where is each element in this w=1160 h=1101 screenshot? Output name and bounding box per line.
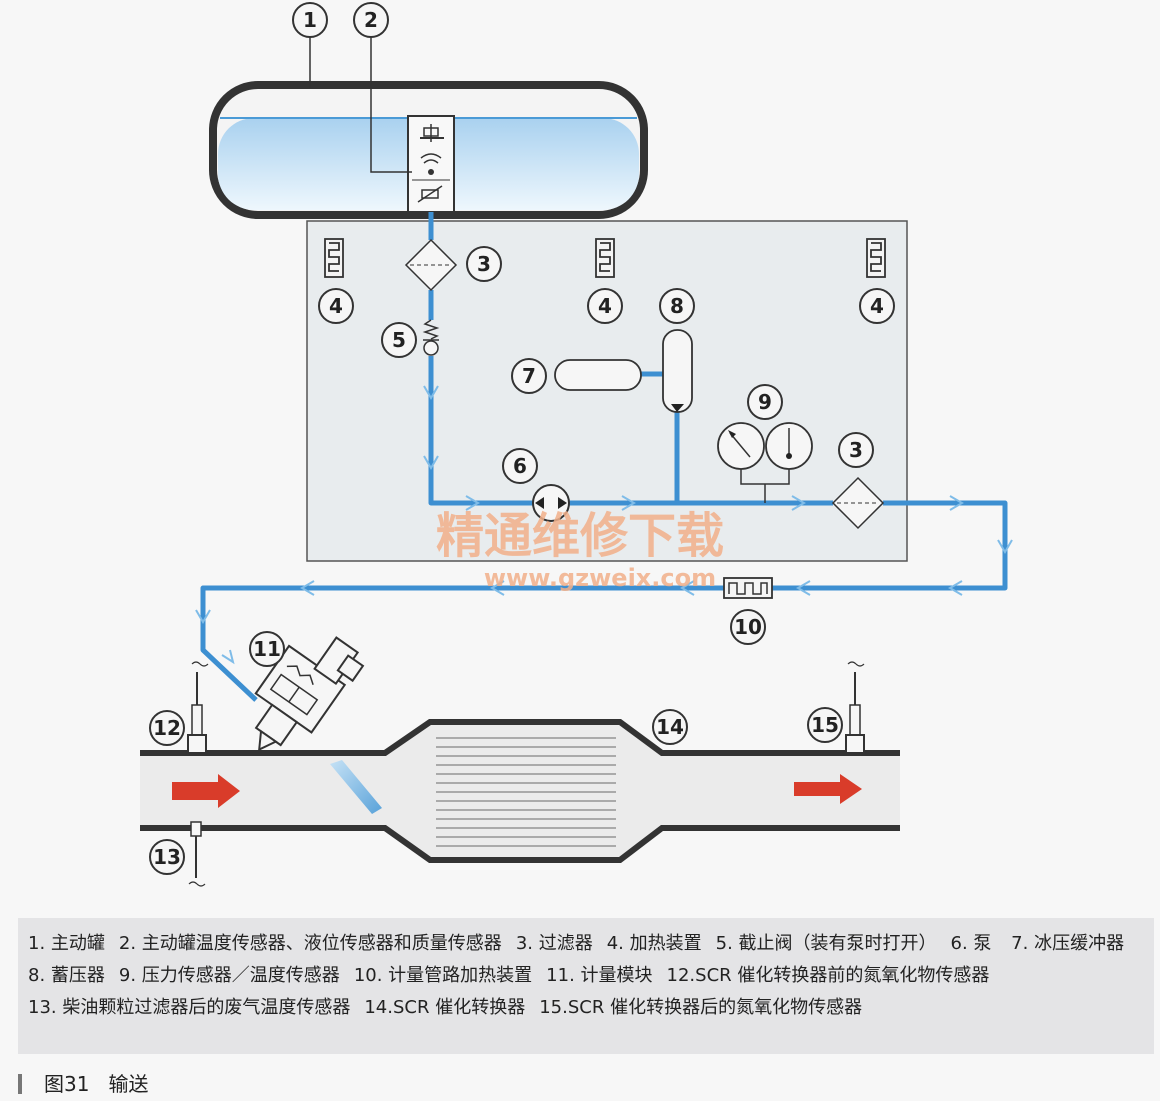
svg-text:4: 4 [870,294,884,318]
svg-text:14: 14 [656,715,684,739]
leader-lines [309,36,412,173]
caption-item: 14.SCR 催化转换器 [364,997,526,1018]
check-valve [422,319,440,356]
caption-item: 1. 主动罐 [28,933,105,954]
caption-text: 1. 主动罐 2. 主动罐温度传感器、液位传感器和质量传感器 3. 过滤器 4. 加热… [28,928,1144,1024]
dosing-module [254,636,365,752]
ice-pressure-buffer [554,359,642,391]
fluid-lines [200,212,1008,702]
callout-7: 7 [511,358,547,394]
svg-text:6: 6 [513,454,527,478]
callout-12: 12 [149,710,185,746]
nox-sensor-rear [845,661,865,754]
callout-9: 9 [747,384,783,420]
caption-item: 3. 过滤器 [515,933,593,954]
callout-6: 6 [502,448,538,484]
caption-item: 12.SCR 催化转换器前的氮氧化物传感器 [666,965,990,986]
watermark: 精通维修下载 www.gzweix.com [436,508,724,592]
exhaust-flow-arrow [172,774,862,808]
scr-catalyst-core [436,737,616,847]
callout-8: 8 [659,288,695,324]
line-heater [723,577,773,599]
figure-title: 图31 输送 [18,1068,149,1097]
heater-icon [324,238,886,278]
callout-13: 13 [149,839,185,875]
figure-title-text: 输送 [108,1072,149,1096]
svg-text:3: 3 [849,438,863,462]
filter-top [404,238,458,292]
system-diagram: 精通维修下载 www.gzweix.com 1 2 3 3 4 4 4 5 6 … [140,2,1013,887]
caption-item: 7. 冰压缓冲器 [1011,933,1125,954]
caption-box: 1. 主动罐 2. 主动罐温度传感器、液位传感器和质量传感器 3. 过滤器 4. 加热… [18,918,1154,1054]
callout-4-right: 4 [859,288,895,324]
svg-text:15: 15 [811,713,839,737]
svg-text:13: 13 [153,845,181,869]
callout-15: 15 [807,707,843,743]
svg-text:3: 3 [477,252,491,276]
callout-10: 10 [730,609,766,645]
svg-text:2: 2 [364,8,378,32]
callout-3-right: 3 [838,432,874,468]
caption-item: 5. 截止阀（装有泵时打开） [715,933,937,954]
tank-sensor [407,115,455,213]
callout-11: 11 [249,631,285,667]
svg-text:12: 12 [153,716,181,740]
nox-sensor-front [187,661,209,754]
filter-right [831,476,885,530]
caption-item: 8. 蓄压器 [28,965,105,986]
caption-item: 11. 计量模块 [546,965,653,986]
svg-text:5: 5 [392,328,406,352]
callout-2: 2 [353,2,389,38]
caption-item: 13. 柴油颗粒过滤器后的废气温度传感器 [28,997,351,1018]
caption-item: 15.SCR 催化转换器后的氮氧化物传感器 [539,997,863,1018]
callout-3-top: 3 [466,246,502,282]
svg-text:10: 10 [734,615,762,639]
caption-item: 6. 泵 [950,933,992,954]
callout-5: 5 [381,322,417,358]
caption-item: 2. 主动罐温度传感器、液位传感器和质量传感器 [118,933,502,954]
svg-text:4: 4 [329,294,343,318]
callout-14: 14 [652,709,688,745]
svg-text:1: 1 [303,8,317,32]
exhaust-temperature-sensor [188,821,206,887]
svg-text:9: 9 [758,390,772,414]
watermark-url: www.gzweix.com [484,564,716,592]
figure-label: 图31 [44,1072,90,1096]
figure-bar-icon [18,1074,22,1094]
pressure-temperature-gauges [717,422,813,503]
pump-icon [532,484,570,522]
svg-text:4: 4 [598,294,612,318]
caption-item: 9. 压力传感器／温度传感器 [118,965,340,986]
svg-text:11: 11 [253,637,281,661]
caption-item: 4. 加热装置 [606,933,702,954]
flow-arrows [195,385,1013,665]
callout-4-middle: 4 [587,288,623,324]
svg-text:8: 8 [670,294,684,318]
watermark-text: 精通维修下载 [436,508,724,564]
spray-cone [330,760,382,814]
pressure-accumulator [662,329,693,413]
svg-text:7: 7 [522,364,536,388]
callout-4-left: 4 [318,288,354,324]
callout-1: 1 [292,2,328,38]
caption-item: 10. 计量管路加热装置 [353,965,533,986]
